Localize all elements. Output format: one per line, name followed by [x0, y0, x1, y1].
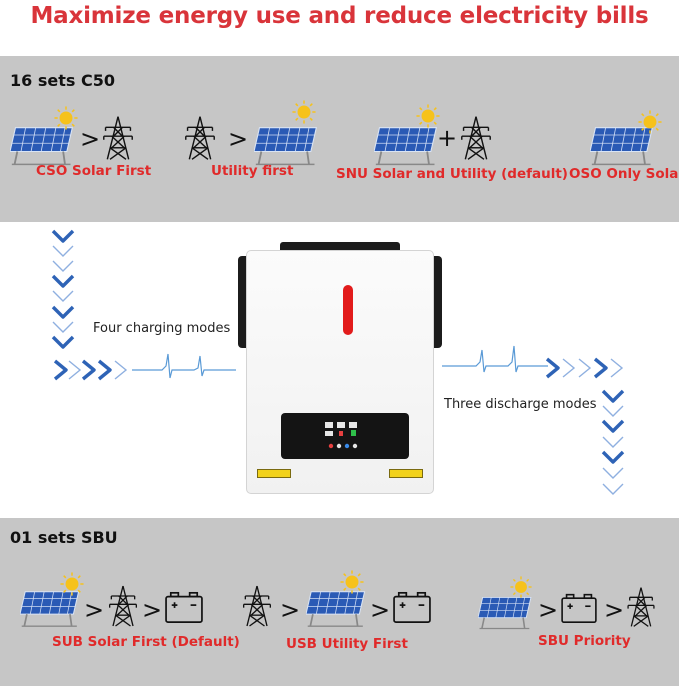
charging-modes-label: Four charging modes [93, 321, 231, 336]
power-tower-icon [460, 114, 492, 162]
inverter-display-icons [325, 422, 358, 449]
mode-label-sbu: SBU Priority [538, 633, 631, 649]
greater-than-symbol: > [84, 596, 105, 624]
inverter-display [281, 413, 409, 459]
mode-label-cso: CSO Solar First [36, 163, 152, 179]
solar-panel-icon [306, 588, 368, 630]
top-panel-heading: 16 sets C50 [10, 71, 115, 90]
mode-label-usb: USB Utility First [286, 636, 408, 652]
page-title: Maximize energy use and reduce electrici… [30, 3, 649, 29]
solar-panel-icon [254, 124, 320, 168]
sun-icon [340, 570, 364, 594]
solar-panel-icon [10, 124, 76, 168]
battery-icon [392, 590, 432, 624]
bottom-panel-heading: 01 sets SBU [10, 528, 118, 547]
power-tower-icon [102, 114, 134, 162]
solar-panel-icon [478, 594, 534, 632]
greater-than-symbol: > [370, 596, 391, 624]
warning-sticker [257, 469, 291, 478]
discharge-modes-label: Three discharge modes [444, 397, 597, 412]
sun-icon [638, 110, 662, 134]
sun-icon [60, 572, 84, 596]
power-tower-icon [184, 114, 216, 162]
solar-panel-icon [374, 124, 440, 168]
plus-symbol: + [437, 124, 458, 152]
discharge-right-arrows [545, 357, 623, 379]
mode-label-utility: Utility first [211, 163, 294, 179]
right-power-waveform [442, 345, 548, 373]
greater-than-symbol: > [280, 596, 301, 624]
top-mode-panel: 16 sets C50 > CSO Solar First > Utility … [0, 56, 679, 222]
greater-than-symbol: > [538, 596, 559, 624]
warning-sticker [389, 469, 423, 478]
power-tower-icon [108, 584, 138, 628]
discharge-down-arrows [601, 389, 625, 495]
greater-than-symbol: > [604, 596, 625, 624]
battery-icon [560, 592, 598, 624]
inverter-body [246, 250, 434, 494]
power-tower-icon [242, 584, 272, 628]
sun-icon [292, 100, 316, 124]
mode-label-oso: OSO Only Solar [569, 166, 679, 182]
greater-than-symbol: > [142, 596, 163, 624]
inverter-icon [238, 242, 442, 496]
inverter-indicator-light [343, 285, 353, 335]
left-power-waveform [132, 353, 236, 379]
greater-than-symbol: > [80, 125, 101, 153]
battery-icon [164, 590, 204, 624]
greater-than-symbol: > [228, 125, 249, 153]
mode-label-snu: SNU Solar and Utility (default) [336, 166, 568, 182]
power-tower-icon [626, 586, 656, 628]
bottom-mode-panel: 01 sets SBU > > SUB Solar First (Default… [0, 518, 679, 686]
charging-right-arrows [53, 359, 127, 381]
sun-icon [510, 576, 532, 598]
sun-icon [54, 106, 78, 130]
charging-down-arrows [51, 229, 75, 349]
mode-label-sub: SUB Solar First (Default) [52, 634, 240, 650]
